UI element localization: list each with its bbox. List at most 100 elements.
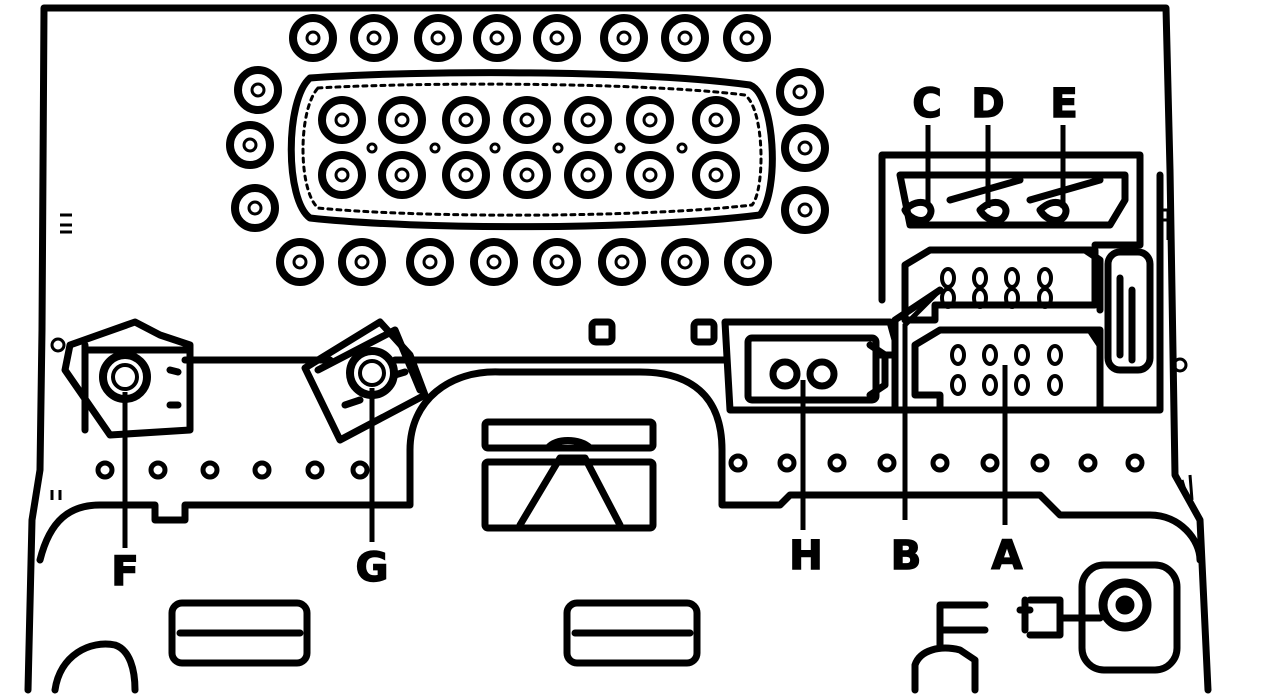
pin-hole-center bbox=[486, 254, 502, 270]
pin-hole bbox=[626, 151, 674, 199]
mounting-hole bbox=[305, 460, 325, 480]
label-e: E bbox=[1050, 81, 1079, 127]
pin-hole-center bbox=[305, 30, 321, 46]
pin-hole-center bbox=[247, 200, 263, 216]
connector-pin bbox=[950, 374, 966, 396]
pin-hole bbox=[776, 68, 824, 116]
pin-hole bbox=[338, 238, 386, 286]
pin-holes bbox=[226, 14, 829, 286]
mounting-hole bbox=[1078, 453, 1098, 473]
pin-hole bbox=[350, 14, 398, 62]
pin-hole bbox=[231, 184, 279, 232]
label-c: C bbox=[912, 81, 943, 127]
pin-hole-center bbox=[580, 167, 596, 183]
pin-hole-center bbox=[458, 112, 474, 128]
mounting-hole bbox=[1125, 453, 1145, 473]
pin-hole bbox=[234, 66, 282, 114]
mounting-hole bbox=[252, 460, 272, 480]
label-f: F bbox=[111, 549, 140, 595]
socket-f-bracket bbox=[61, 318, 194, 439]
pin-hole-center bbox=[292, 254, 308, 270]
pin-hole-center bbox=[519, 167, 535, 183]
pin-hole bbox=[661, 238, 709, 286]
pin-hole bbox=[503, 96, 551, 144]
connector-pin bbox=[940, 267, 956, 289]
pin-hole bbox=[276, 238, 324, 286]
pin-hole bbox=[723, 14, 771, 62]
pin-hole bbox=[226, 121, 274, 169]
mounting-hole bbox=[200, 460, 220, 480]
pin-hole-center bbox=[739, 30, 755, 46]
pin-hole-center bbox=[792, 84, 808, 100]
pin-hole-center bbox=[430, 30, 446, 46]
mounting-hole-rows bbox=[95, 453, 1145, 480]
label-h: H bbox=[788, 533, 823, 579]
pin-cluster-inset-inner bbox=[301, 82, 763, 217]
pin-hole bbox=[533, 14, 581, 62]
connector-pin bbox=[1014, 374, 1030, 396]
connector-h-block bbox=[721, 318, 899, 414]
pin-hole bbox=[533, 238, 581, 286]
mounting-hole bbox=[827, 453, 847, 473]
pin-hole bbox=[318, 151, 366, 199]
label-a: A bbox=[991, 533, 1023, 579]
pin-hole-center bbox=[740, 254, 756, 270]
connector-b-block bbox=[901, 246, 1104, 324]
pin-hole-center bbox=[458, 167, 474, 183]
inner-dot bbox=[614, 142, 626, 154]
bottom-slot-middle bbox=[563, 599, 701, 667]
pin-hole bbox=[470, 238, 518, 286]
pin-hole-center bbox=[708, 112, 724, 128]
pin-hole bbox=[564, 151, 612, 199]
pin-hole bbox=[406, 238, 454, 286]
connector-pins bbox=[940, 267, 1063, 396]
connector-cde bbox=[878, 151, 1144, 304]
leader-line-b bbox=[902, 288, 942, 520]
mounting-hole bbox=[980, 453, 1000, 473]
mounting-hole bbox=[930, 453, 950, 473]
pin-hole-center bbox=[394, 112, 410, 128]
pin-hole bbox=[503, 151, 551, 199]
pin-hole-center bbox=[489, 30, 505, 46]
label-d: D bbox=[971, 81, 1006, 127]
pin-hole bbox=[626, 96, 674, 144]
small-square-1 bbox=[588, 318, 616, 346]
side-marking-left bbox=[60, 213, 72, 234]
pin-hole bbox=[289, 14, 337, 62]
connector-pin bbox=[1047, 374, 1063, 396]
pin-hole-center bbox=[334, 167, 350, 183]
pin-hole-center bbox=[242, 137, 258, 153]
connector-pin bbox=[1037, 287, 1053, 309]
pin-hole bbox=[473, 14, 521, 62]
pin-hole bbox=[378, 151, 426, 199]
pin-hole-center bbox=[354, 254, 370, 270]
connector-pin bbox=[1047, 344, 1063, 366]
label-g: G bbox=[355, 545, 389, 591]
inner-dot bbox=[676, 142, 688, 154]
connector-pin bbox=[1014, 344, 1030, 366]
mounting-hole bbox=[148, 460, 168, 480]
mounting-hole bbox=[350, 460, 370, 480]
center-vent bbox=[481, 418, 657, 532]
inner-dot bbox=[489, 142, 501, 154]
connector-pin bbox=[972, 287, 988, 309]
pin-hole-center bbox=[250, 82, 266, 98]
mounting-hole bbox=[777, 453, 797, 473]
socket-g-bracket bbox=[301, 318, 429, 444]
bottom-left-arc bbox=[51, 640, 139, 694]
label-b: B bbox=[890, 533, 922, 579]
pin-hole bbox=[600, 14, 648, 62]
side-marking-right-lower bbox=[1180, 474, 1194, 501]
right-side-tab bbox=[1104, 248, 1154, 374]
pin-hole-center bbox=[580, 112, 596, 128]
connector-pin bbox=[950, 344, 966, 366]
side-marking-left-lower bbox=[50, 490, 62, 500]
pin-hole bbox=[442, 151, 490, 199]
pin-hole-center bbox=[422, 254, 438, 270]
pin-hole-center bbox=[366, 30, 382, 46]
connector-pin bbox=[972, 267, 988, 289]
pin-hole-center bbox=[677, 254, 693, 270]
connector-pin bbox=[1004, 287, 1020, 309]
pin-hole-center bbox=[334, 112, 350, 128]
